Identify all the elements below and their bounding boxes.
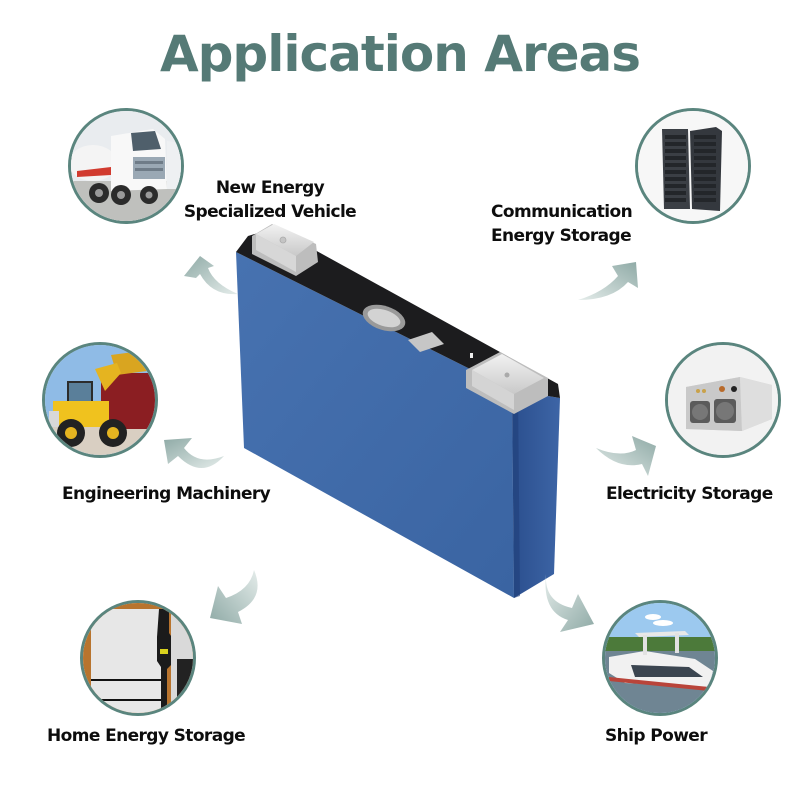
home-battery-icon (83, 603, 193, 713)
curved-arrow-left-icon (164, 438, 224, 468)
label-electricity-storage: Electricity Storage (606, 482, 773, 506)
server-rack-icon (638, 111, 748, 221)
curved-arrow-up-left-icon (184, 256, 238, 295)
server-rack-image-circle (635, 108, 751, 224)
label-communication-storage: Communication Energy Storage (491, 200, 633, 248)
label-home-storage: Home Energy Storage (47, 724, 246, 748)
prismatic-battery-cell-icon (236, 224, 560, 598)
page-title: Application Areas (159, 25, 641, 83)
label-line-1: New Energy (215, 178, 325, 198)
power-unit-icon (668, 345, 778, 455)
truck-image-circle (68, 108, 184, 224)
truck-icon (71, 111, 181, 221)
power-unit-image-circle (665, 342, 781, 458)
label-line-1: Home Energy Storage (47, 726, 246, 746)
label-engineering-machinery: Engineering Machinery (62, 482, 271, 506)
label-line-2: Energy Storage (491, 226, 632, 246)
label-line-2: Specialized Vehicle (183, 202, 357, 222)
curved-arrow-down-left-icon (210, 570, 258, 624)
label-new-energy-vehicle: New Energy Specialized Vehicle (170, 176, 370, 224)
label-ship-power: Ship Power (605, 724, 708, 748)
wheel-loader-image-circle (42, 342, 158, 458)
label-line-1: Engineering Machinery (62, 484, 271, 504)
label-line-1: Electricity Storage (606, 484, 773, 504)
yacht-image-circle (602, 600, 718, 716)
curved-arrow-down-right-icon (545, 574, 594, 632)
curved-arrow-right-icon (596, 436, 656, 476)
wheel-loader-icon (45, 345, 155, 455)
home-battery-image-circle (80, 600, 196, 716)
label-line-1: Communication (491, 202, 633, 222)
curved-arrow-up-right-icon (578, 262, 638, 300)
label-line-1: Ship Power (605, 726, 708, 746)
yacht-icon (605, 603, 715, 713)
